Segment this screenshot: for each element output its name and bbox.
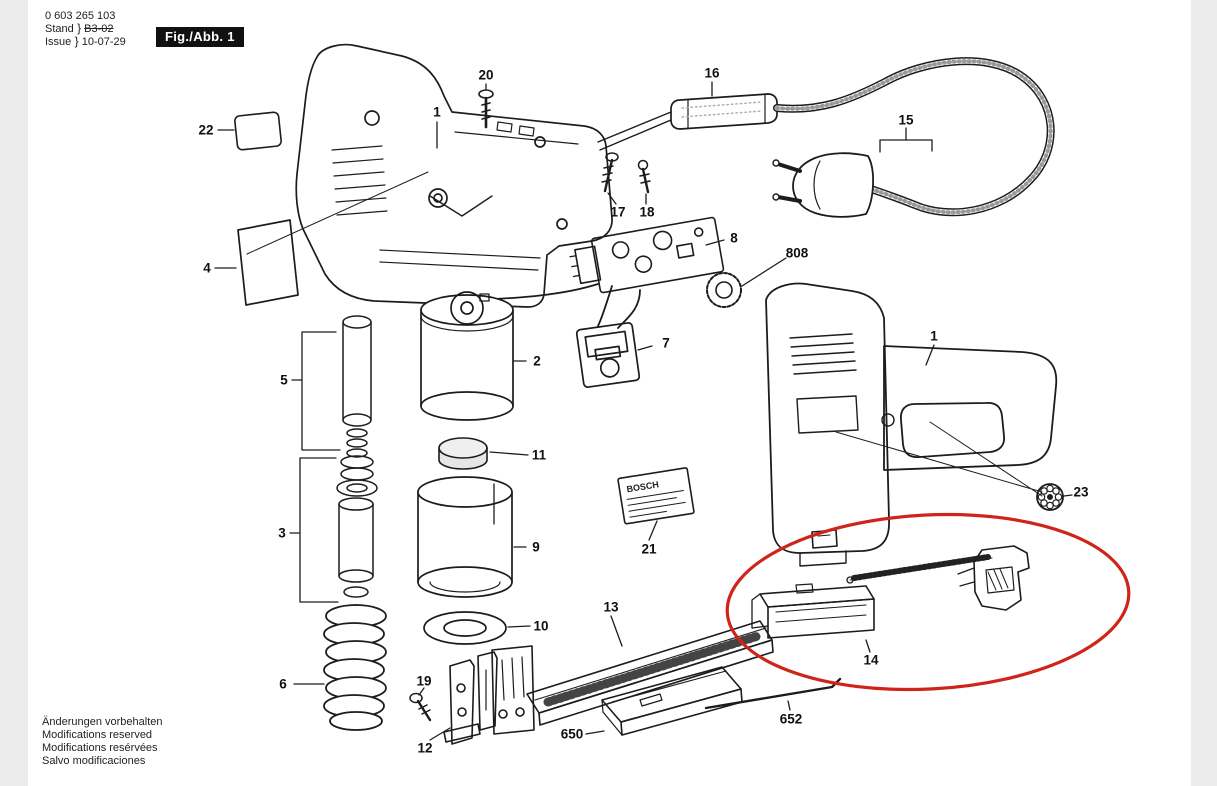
callout-16: 16 [704, 65, 720, 81]
callout-11: 11 [531, 447, 547, 463]
nameplate-sticker-21: BOSCH [617, 467, 695, 525]
screw-20 [478, 89, 494, 129]
callout-9: 9 [532, 539, 540, 555]
callout-20: 20 [478, 67, 494, 83]
callout-1-right: 1 [930, 328, 938, 344]
document-code: 0 603 265 103 [45, 10, 116, 22]
potentiometer-808 [706, 272, 742, 308]
electronics-module-8 [569, 216, 725, 294]
nameplate-brand: BOSCH [626, 479, 660, 494]
callout-652: 652 [779, 711, 803, 727]
page-gutter-left [0, 0, 28, 786]
mains-plug [772, 152, 874, 218]
footer-line-fr: Modifications resérvées [42, 742, 158, 754]
footer-line-es: Salvo modificaciones [42, 755, 146, 767]
document-footer: Änderungen vorbehalten Modifications res… [42, 716, 162, 768]
callout-17: 17 [610, 204, 626, 220]
washer-10 [423, 611, 507, 645]
screw-17 [601, 152, 619, 193]
stand-row: Stand } B3-02 [45, 21, 114, 35]
rod-652 [704, 677, 842, 710]
footer-line-en: Modifications reserved [42, 729, 153, 741]
driver-bracket-12 [443, 651, 498, 745]
staple-strip [543, 631, 763, 707]
document-header: 0 603 265 103 Stand } B3-02 Issue } 10-0… [45, 10, 126, 48]
switch-7 [575, 322, 641, 388]
leader-15 [879, 127, 933, 153]
pusher-spring [851, 554, 991, 581]
power-cord-assembly [597, 57, 1055, 218]
screw-19 [409, 692, 432, 722]
issue-value: 10-07-29 [81, 36, 126, 48]
callout-4: 4 [203, 260, 211, 276]
callout-12: 12 [417, 740, 433, 756]
callout-7: 7 [662, 335, 670, 351]
figure-badge: Fig./Abb. 1 [156, 27, 244, 47]
callout-14: 14 [863, 652, 879, 668]
callout-6: 6 [279, 676, 287, 692]
sticker-22 [234, 111, 282, 151]
leader-lines [214, 81, 1073, 741]
end-bracket [957, 545, 1030, 611]
damper-11 [438, 437, 488, 470]
page-gutter-right [1191, 0, 1217, 786]
callout-10: 10 [533, 618, 549, 634]
callout-23: 23 [1073, 484, 1089, 500]
callout-19: 19 [416, 673, 432, 689]
callout-13: 13 [603, 599, 619, 615]
bracket-3 [289, 457, 339, 603]
leader-23-lines [835, 421, 1043, 497]
piston-rod-5 [291, 315, 372, 458]
piston-stack-3 [289, 455, 378, 603]
callout-8: 8 [730, 230, 738, 246]
callout-650: 650 [560, 726, 584, 742]
callout-3: 3 [278, 525, 286, 541]
callout-15: 15 [898, 112, 914, 128]
callout-2: 2 [533, 353, 541, 369]
callout-808: 808 [785, 245, 809, 261]
issue-row: Issue } 10-07-29 [45, 34, 126, 48]
knurled-nut-23 [1036, 483, 1064, 511]
housing-left-half [295, 43, 613, 308]
housing-right [765, 282, 1058, 567]
cylinder-9 [417, 476, 513, 598]
stand-value: B3-02 [84, 23, 114, 35]
callout-21: 21 [641, 541, 657, 557]
bracket-5 [291, 331, 341, 451]
screw-18 [637, 159, 651, 194]
footer-line-de: Änderungen vorbehalten [42, 716, 163, 728]
solenoid-coil-2 [420, 291, 514, 421]
pusher-assembly-14 [751, 529, 1030, 639]
highlight-ellipse [725, 512, 1131, 692]
callout-1-top: 1 [433, 104, 441, 120]
spring-6 [323, 604, 387, 731]
sticker-4 [237, 171, 429, 306]
callout-18: 18 [639, 204, 655, 220]
vent-slots [789, 333, 857, 375]
callout-5: 5 [280, 372, 288, 388]
callout-22: 22 [198, 122, 214, 138]
magazine-13 [491, 620, 774, 735]
